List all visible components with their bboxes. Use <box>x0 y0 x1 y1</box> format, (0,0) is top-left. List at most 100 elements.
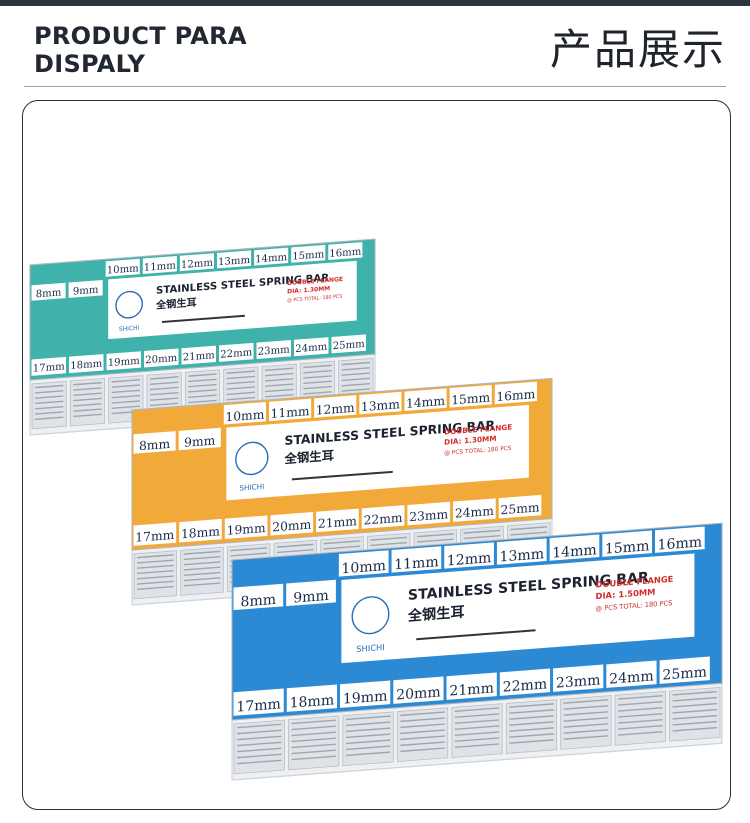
size-label-13mm: 13mm <box>500 546 545 565</box>
spring-bar <box>454 731 500 736</box>
compartment <box>288 715 340 771</box>
compartment <box>451 703 503 758</box>
spring-bar <box>400 741 445 747</box>
spring-bar <box>345 721 391 727</box>
size-label-21mm: 21mm <box>183 350 215 363</box>
spring-bar <box>563 699 609 704</box>
page-title-en: PRODUCT PARA DISPALY <box>34 22 334 78</box>
size-tab <box>223 401 266 425</box>
spring-bar <box>35 411 64 415</box>
spring-bar <box>73 392 102 397</box>
size-label-20mm: 20mm <box>396 684 441 703</box>
size-tab <box>224 515 268 540</box>
product-label <box>226 404 529 501</box>
size-label-14mm: 14mm <box>255 252 287 265</box>
product-label <box>341 553 695 664</box>
size-tab <box>270 512 314 536</box>
size-tab <box>338 550 389 577</box>
spring-bar <box>509 721 554 726</box>
size-label-16mm: 16mm <box>496 387 535 404</box>
size-tab <box>606 660 657 688</box>
compartment <box>614 691 666 746</box>
size-tab <box>499 668 551 696</box>
spring-bar <box>400 717 445 723</box>
top-accent-bar <box>0 0 750 6</box>
spring-bar <box>35 405 64 410</box>
size-tab <box>404 388 447 411</box>
spring-bar <box>509 709 554 714</box>
size-label-18mm: 18mm <box>290 692 335 711</box>
spring-bar <box>291 755 336 761</box>
spring-bar <box>111 394 140 399</box>
spring-bar <box>137 575 174 580</box>
spring-bar <box>226 396 255 401</box>
spring-bar <box>226 380 255 385</box>
spring-bar <box>400 747 445 753</box>
size-label-17mm: 17mm <box>33 361 65 374</box>
size-label-8mm: 8mm <box>241 592 277 611</box>
spring-bar <box>672 714 717 720</box>
spring-bar <box>237 753 282 759</box>
size-label-15mm: 15mm <box>451 391 490 408</box>
spring-bar <box>150 381 179 385</box>
spring-bar <box>303 385 332 390</box>
size-tab <box>291 244 326 263</box>
size-tab <box>256 340 291 360</box>
spring-bar <box>183 550 221 555</box>
size-tab <box>133 431 176 454</box>
spring-bar-icon <box>162 314 245 323</box>
brand-logo-icon <box>351 596 390 635</box>
spring-bar <box>35 384 64 389</box>
spring-bar <box>265 383 294 387</box>
spring-bar <box>111 384 140 388</box>
spring-bar <box>345 715 391 721</box>
spring-bar <box>230 552 267 557</box>
spring-bar <box>73 413 102 418</box>
spring-bar <box>73 381 102 386</box>
spring-bar <box>150 386 179 391</box>
spring-bar <box>303 380 332 385</box>
compartment <box>560 695 612 750</box>
size-label-22mm: 22mm <box>364 511 403 528</box>
size-tab <box>233 688 284 716</box>
compartment <box>31 380 67 430</box>
size-tab <box>359 391 402 415</box>
size-tab <box>181 345 216 365</box>
spring-bar <box>111 405 140 410</box>
spring-bar <box>563 711 609 716</box>
size-tab <box>328 242 363 261</box>
case-body <box>231 522 723 781</box>
spring-bar <box>672 696 717 702</box>
spring-bar <box>183 555 221 561</box>
spring-bar <box>277 543 314 548</box>
spring-bar <box>454 743 500 748</box>
spring-bar <box>341 382 370 387</box>
spring-bar <box>341 377 370 382</box>
spring-bar <box>345 733 391 739</box>
spring-bar <box>73 408 102 412</box>
spring-bar <box>265 378 294 382</box>
spring-bar <box>226 391 255 396</box>
size-tab <box>496 538 547 565</box>
compartment <box>233 719 285 775</box>
title-en-line1: PRODUCT PARA <box>34 22 247 50</box>
spring-bar <box>400 723 445 729</box>
size-label-17mm: 17mm <box>236 696 281 715</box>
size-label-18mm: 18mm <box>70 359 102 372</box>
size-label-13mm: 13mm <box>218 255 250 268</box>
size-tab <box>453 498 496 522</box>
size-label-9mm: 9mm <box>73 285 99 298</box>
size-label-20mm: 20mm <box>272 518 311 535</box>
size-tab <box>254 247 289 266</box>
size-tab <box>294 337 329 357</box>
size-label-23mm: 23mm <box>258 344 290 357</box>
size-label-25mm: 25mm <box>333 339 365 352</box>
spring-bar <box>150 397 179 401</box>
size-label-15mm: 15mm <box>292 249 324 262</box>
size-tab <box>449 385 492 408</box>
spring-bar <box>454 719 500 724</box>
size-label-15mm: 15mm <box>605 538 650 557</box>
title-en-line2: DISPALY <box>34 50 146 78</box>
